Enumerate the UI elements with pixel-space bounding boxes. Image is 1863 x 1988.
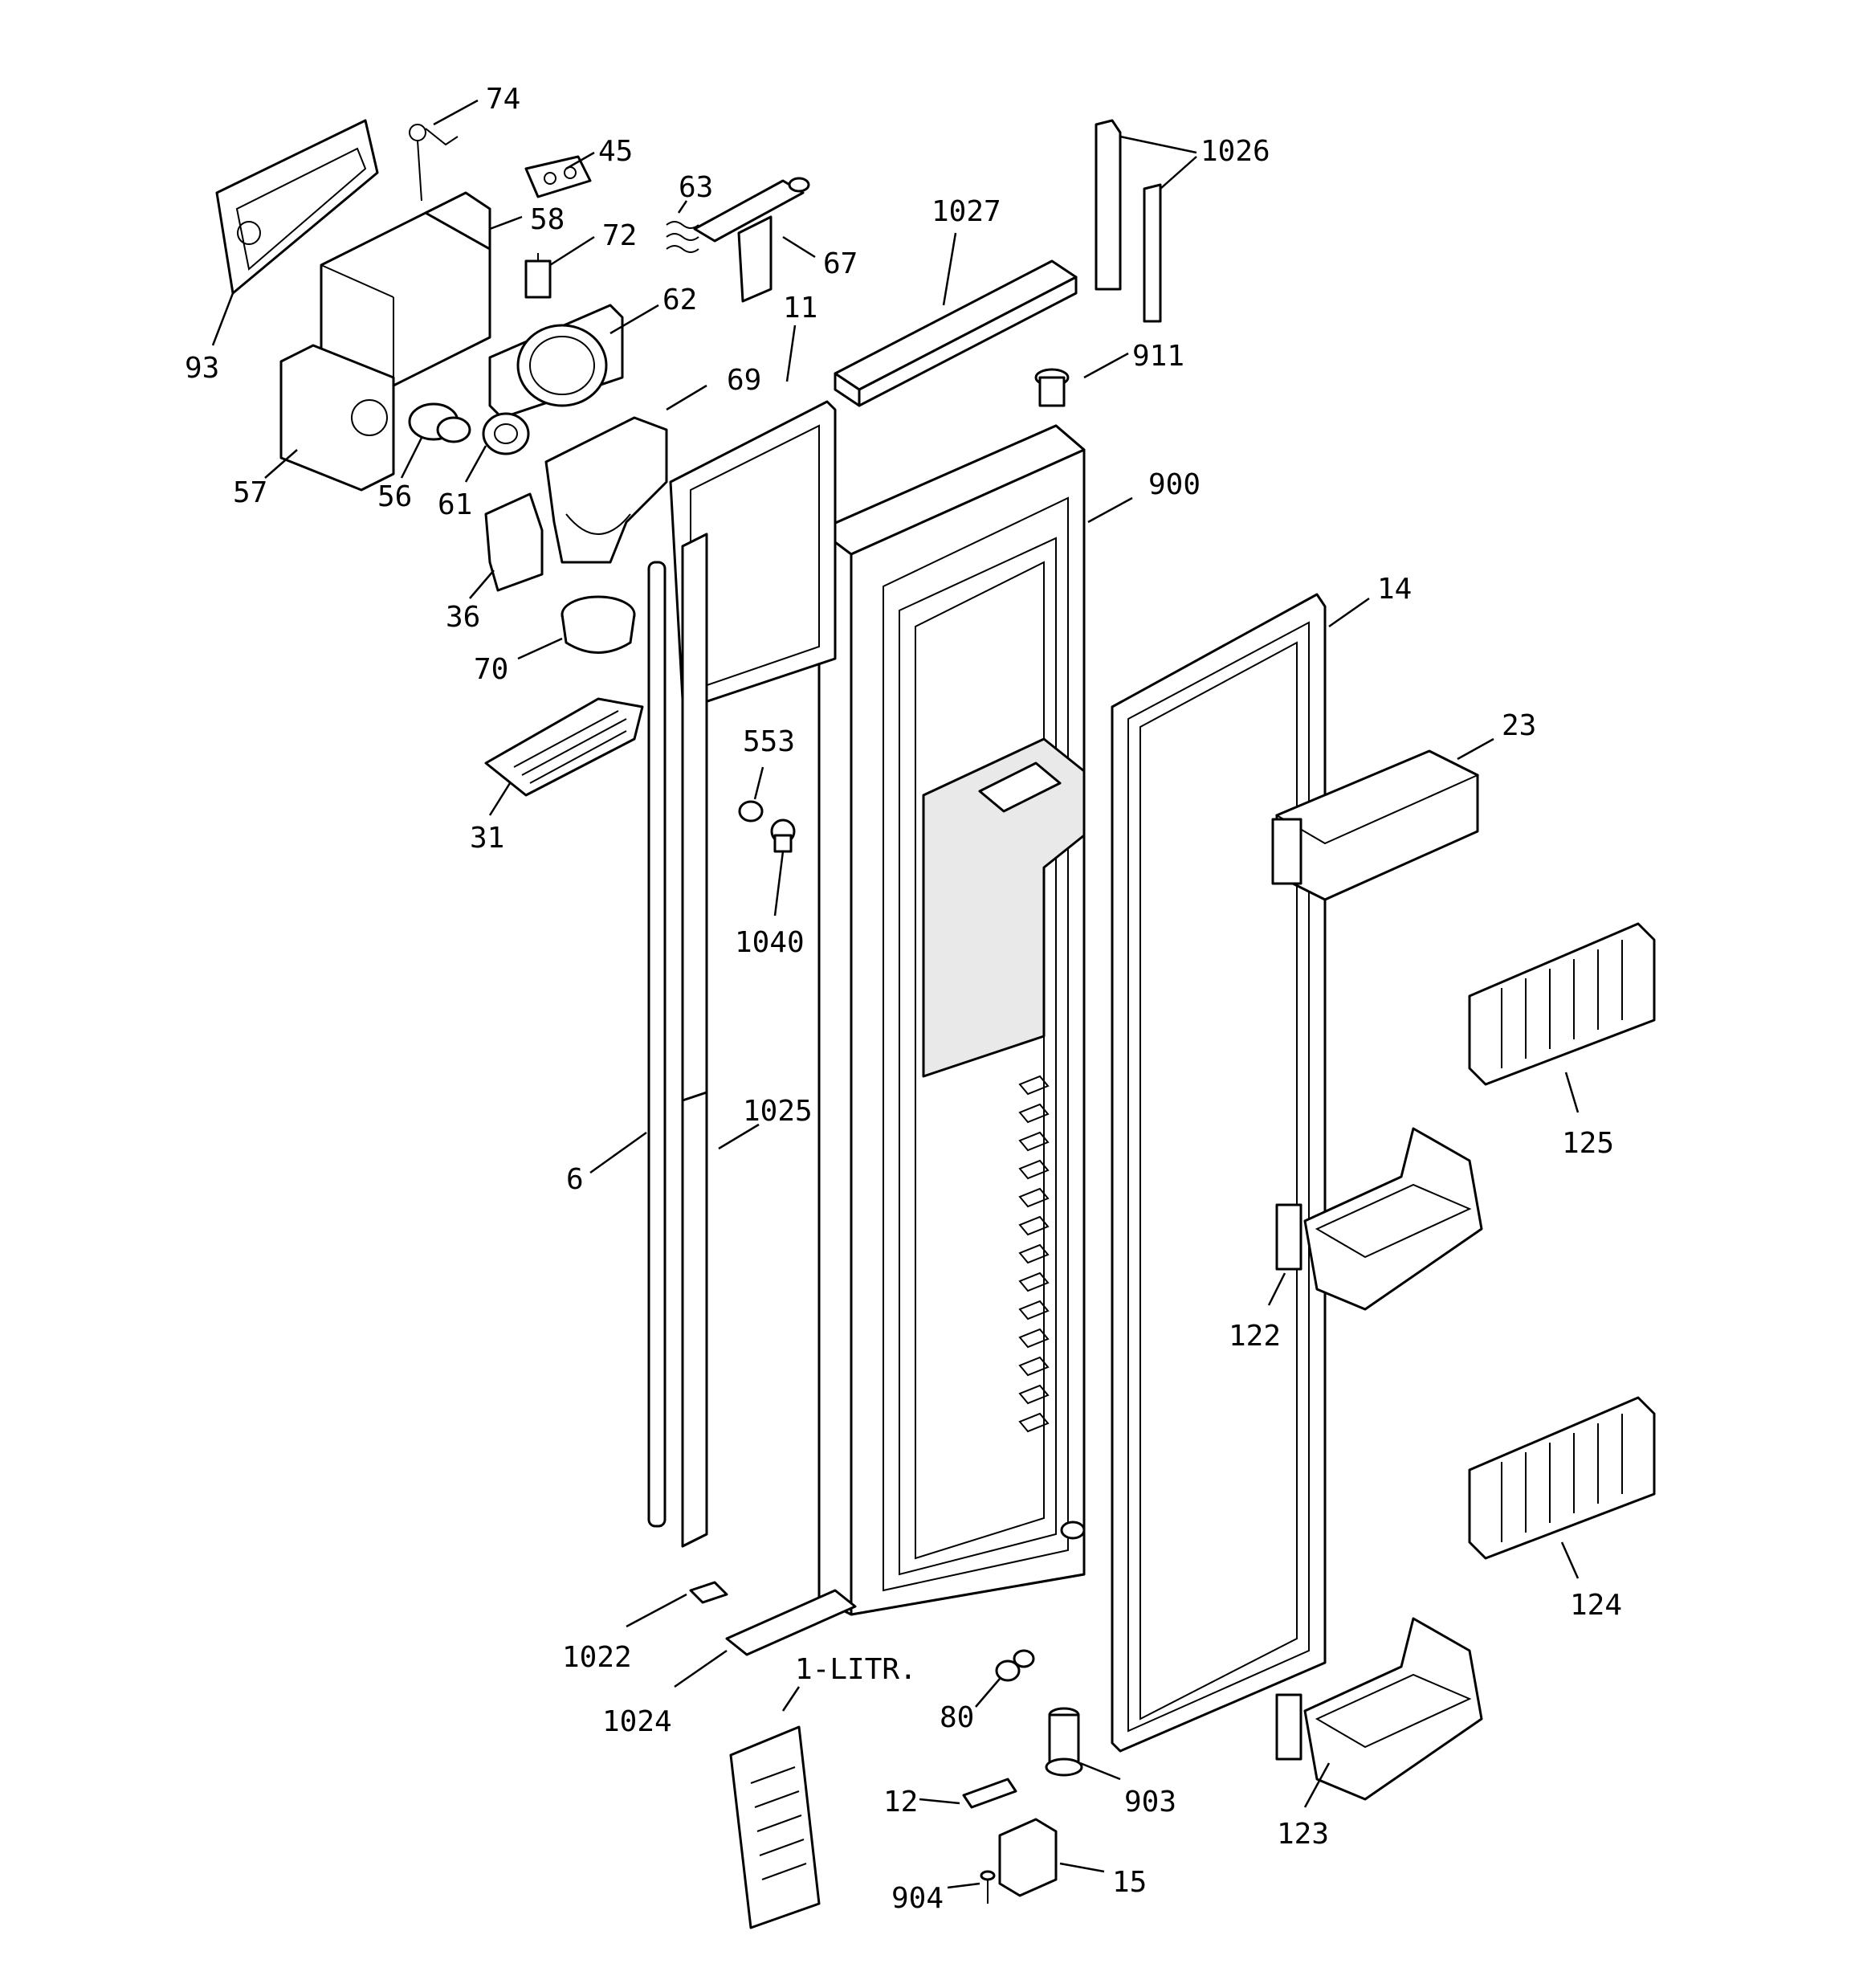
part-23-shelf xyxy=(1271,749,1480,901)
label-80: 80 xyxy=(940,1701,974,1734)
label-56: 56 xyxy=(377,480,412,513)
label-6: 6 xyxy=(566,1163,584,1196)
label-1040: 1040 xyxy=(735,926,805,959)
part-124-basket xyxy=(1468,1396,1656,1560)
part-63-spring xyxy=(666,221,699,253)
part-1022-clip xyxy=(689,1581,728,1604)
label-12: 12 xyxy=(883,1786,918,1819)
label-1026: 1026 xyxy=(1201,135,1270,168)
part-57-motor-housing xyxy=(279,344,395,492)
part-1024-bracket xyxy=(725,1589,857,1656)
leader-lines xyxy=(211,99,1580,1889)
label-15: 15 xyxy=(1112,1866,1147,1899)
label-69: 69 xyxy=(727,364,761,397)
label-14: 14 xyxy=(1377,573,1412,606)
label-125: 125 xyxy=(1562,1127,1614,1160)
part-15-hinge xyxy=(998,1818,1058,1897)
part-6-trim-strip xyxy=(647,561,667,1528)
part-903-pin xyxy=(1045,1707,1083,1777)
label-122: 122 xyxy=(1229,1320,1281,1353)
label-62: 62 xyxy=(662,284,697,316)
label-1027: 1027 xyxy=(932,195,1001,228)
label-57: 57 xyxy=(233,476,267,509)
part-72-switch xyxy=(524,253,552,299)
label-63: 63 xyxy=(679,171,713,204)
part-904-screw xyxy=(980,1870,996,1904)
part-67-arm xyxy=(693,177,810,303)
label-1025: 1025 xyxy=(743,1095,813,1128)
part-74-spring-lever xyxy=(409,124,459,202)
label-58: 58 xyxy=(530,203,565,236)
label-900: 900 xyxy=(1148,468,1201,501)
part-1025-trim xyxy=(681,1091,708,1548)
part-36-solenoid xyxy=(484,492,544,592)
label-1-litr: 1-LITR. xyxy=(795,1653,917,1686)
part-58-dispenser-housing xyxy=(320,191,491,387)
part-70-ring xyxy=(561,595,636,654)
label-1024: 1024 xyxy=(602,1705,672,1738)
label-61: 61 xyxy=(438,488,472,521)
part-553-1040-knobs xyxy=(738,800,796,853)
part-1026-vertical-trims xyxy=(1095,119,1162,323)
label-553: 553 xyxy=(743,725,795,758)
part-labels: 74 45 63 1026 58 72 1027 67 62 11 93 911… xyxy=(185,83,1622,1915)
label-903: 903 xyxy=(1124,1786,1176,1819)
part-1-litr-label xyxy=(729,1725,821,1929)
part-12-plate xyxy=(962,1778,1017,1809)
part-31-grille xyxy=(484,697,644,797)
label-31: 31 xyxy=(470,822,504,855)
part-45-bracket xyxy=(524,155,592,198)
part-62-ring-housing xyxy=(488,304,624,419)
label-93: 93 xyxy=(185,352,219,385)
label-911: 911 xyxy=(1132,340,1184,373)
part-911-bushing xyxy=(1034,368,1070,407)
part-93-control-panel xyxy=(215,119,379,295)
part-61-coupler xyxy=(482,412,530,455)
part-14-gasket xyxy=(1111,593,1327,1753)
part-123-shelf xyxy=(1275,1617,1483,1801)
label-70: 70 xyxy=(474,653,508,686)
label-1022: 1022 xyxy=(562,1641,632,1674)
part-1027-top-cap xyxy=(834,259,1078,407)
label-11: 11 xyxy=(783,292,817,325)
label-74: 74 xyxy=(486,83,520,116)
label-124: 124 xyxy=(1570,1589,1622,1622)
part-900-door-outer xyxy=(817,424,1086,1616)
label-45: 45 xyxy=(598,135,633,168)
label-36: 36 xyxy=(446,601,480,634)
part-122-shelf xyxy=(1275,1127,1483,1311)
part-69-chute xyxy=(544,416,668,564)
part-80-plug xyxy=(995,1649,1035,1682)
label-904: 904 xyxy=(891,1882,944,1915)
part-125-basket xyxy=(1468,922,1656,1086)
label-123: 123 xyxy=(1277,1818,1329,1851)
label-23: 23 xyxy=(1502,709,1536,742)
part-56-auger-bearing xyxy=(408,402,471,443)
label-72: 72 xyxy=(602,219,637,252)
label-67: 67 xyxy=(823,247,858,280)
